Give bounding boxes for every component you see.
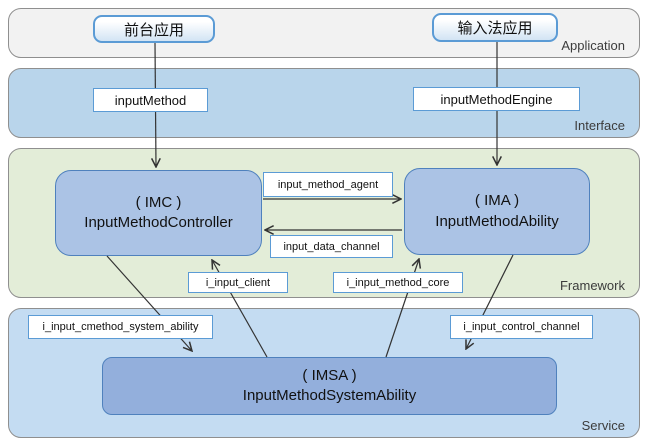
connector-label-i-input-control-channel: i_input_control_channel	[450, 315, 593, 339]
connector-label-i-input-cmethod-system-ability-text: i_input_cmethod_system_ability	[42, 321, 199, 333]
layer-label-interface: Interface	[574, 118, 625, 133]
node-input-method-ability: ( IMA ) InputMethodAbility	[404, 168, 590, 255]
node-input-method-system-ability: ( IMSA ) InputMethodSystemAbility	[102, 357, 557, 415]
node-input-method-interface-label: inputMethod	[114, 92, 187, 108]
layer-label-framework: Framework	[559, 278, 625, 293]
layer-label-application: Application	[561, 38, 625, 53]
connector-label-input-method-agent-text: input_method_agent	[277, 178, 379, 191]
connector-label-i-input-method-core: i_input_method_core	[333, 272, 463, 293]
connector-label-input-method-agent: input_method_agent	[263, 172, 393, 197]
connector-label-input-data-channel: input_data_channel	[270, 235, 393, 258]
connector-label-i-input-method-core-text: i_input_method_core	[346, 276, 450, 289]
node-input-method-engine-interface: inputMethodEngine	[413, 87, 580, 111]
node-frontend-app-label: 前台应用	[123, 21, 184, 39]
node-ima-acronym: ( IMA )	[474, 192, 520, 210]
node-frontend-app: 前台应用	[93, 15, 215, 43]
node-imsa-acronym: ( IMSA )	[302, 366, 357, 384]
node-ima-name: InputMethodAbility	[435, 212, 559, 230]
connector-label-i-input-client-text: i_input_client	[205, 276, 271, 289]
node-input-method-engine-interface-label: inputMethodEngine	[440, 91, 553, 107]
node-imc-acronym: ( IMC )	[135, 193, 182, 211]
node-ime-app: 输入法应用	[432, 13, 558, 42]
connector-label-i-input-cmethod-system-ability: i_input_cmethod_system_ability	[28, 315, 213, 339]
node-imc-name: InputMethodController	[84, 214, 233, 231]
connector-label-i-input-control-channel-text: i_input_control_channel	[463, 321, 580, 333]
node-input-method-controller: ( IMC ) InputMethodController	[55, 170, 262, 256]
node-ime-app-label: 输入法应用	[457, 20, 533, 37]
connector-label-input-data-channel-text: input_data_channel	[283, 240, 380, 253]
node-imsa-name: InputMethodSystemAbility	[242, 387, 417, 404]
node-input-method-interface: inputMethod	[93, 88, 208, 112]
connector-label-i-input-client: i_input_client	[188, 272, 288, 293]
layer-label-service: Service	[581, 418, 625, 433]
